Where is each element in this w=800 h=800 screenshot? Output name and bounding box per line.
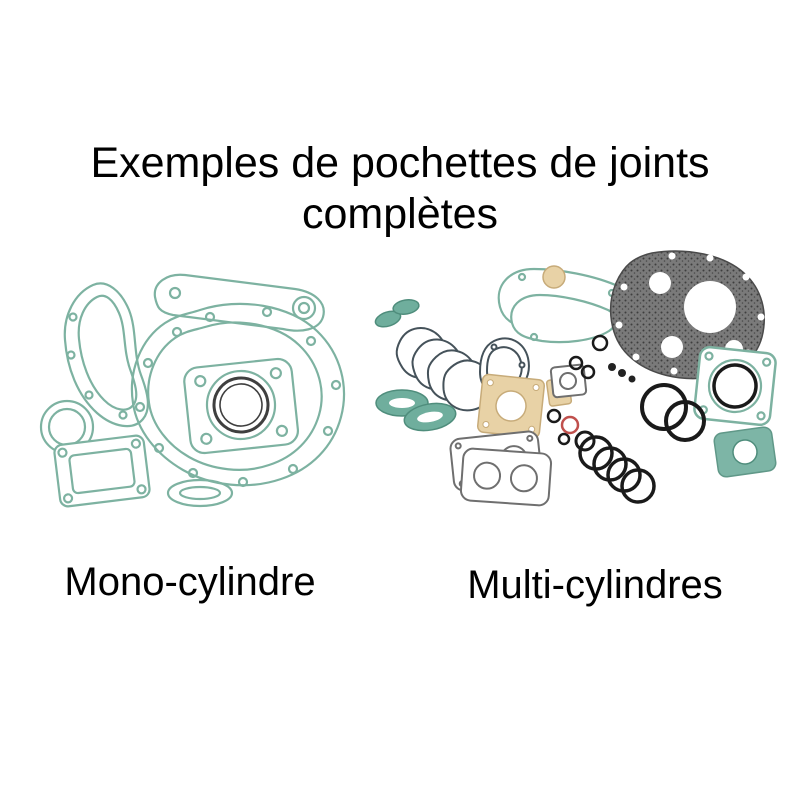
side-case-gasket — [63, 282, 150, 428]
cylinder-head-gasket — [183, 357, 300, 455]
manifold-gaskets-teal — [374, 298, 420, 328]
clutch-cover-gasket-dark — [609, 250, 765, 380]
valve-cover-gasket — [53, 434, 151, 508]
title-line-1: Exemples de pochettes de joints — [90, 139, 710, 187]
page-title: Exemples de pochettes de joints complète… — [0, 138, 800, 239]
title-line-2: complètes — [302, 189, 498, 238]
mono-cylinder-label: Mono-cylindre — [64, 560, 316, 604]
mono-cylinder-gasket-kit-illustration — [39, 273, 345, 508]
paper-base-gasket — [476, 373, 546, 439]
multi-cylinder-label: Multi-cylindres — [467, 563, 723, 607]
o-ring-fan — [574, 430, 656, 504]
multi-cylinder-gasket-kit-illustration — [374, 250, 777, 507]
red-o-ring — [560, 415, 580, 435]
oval-port-gaskets — [375, 389, 457, 432]
small-square-gasket — [549, 363, 588, 399]
base-oval-gasket — [166, 478, 234, 508]
crankcase-gasket — [130, 302, 345, 488]
teal-cover-gasket — [713, 426, 777, 478]
cam-chain-gasket — [153, 273, 325, 332]
twin-bore-base-gaskets — [449, 430, 553, 507]
head-gasket-with-o-ring — [693, 345, 777, 427]
round-paper-gasket — [542, 265, 566, 289]
small-seals-and-washers — [546, 334, 636, 446]
large-o-rings — [640, 383, 706, 442]
